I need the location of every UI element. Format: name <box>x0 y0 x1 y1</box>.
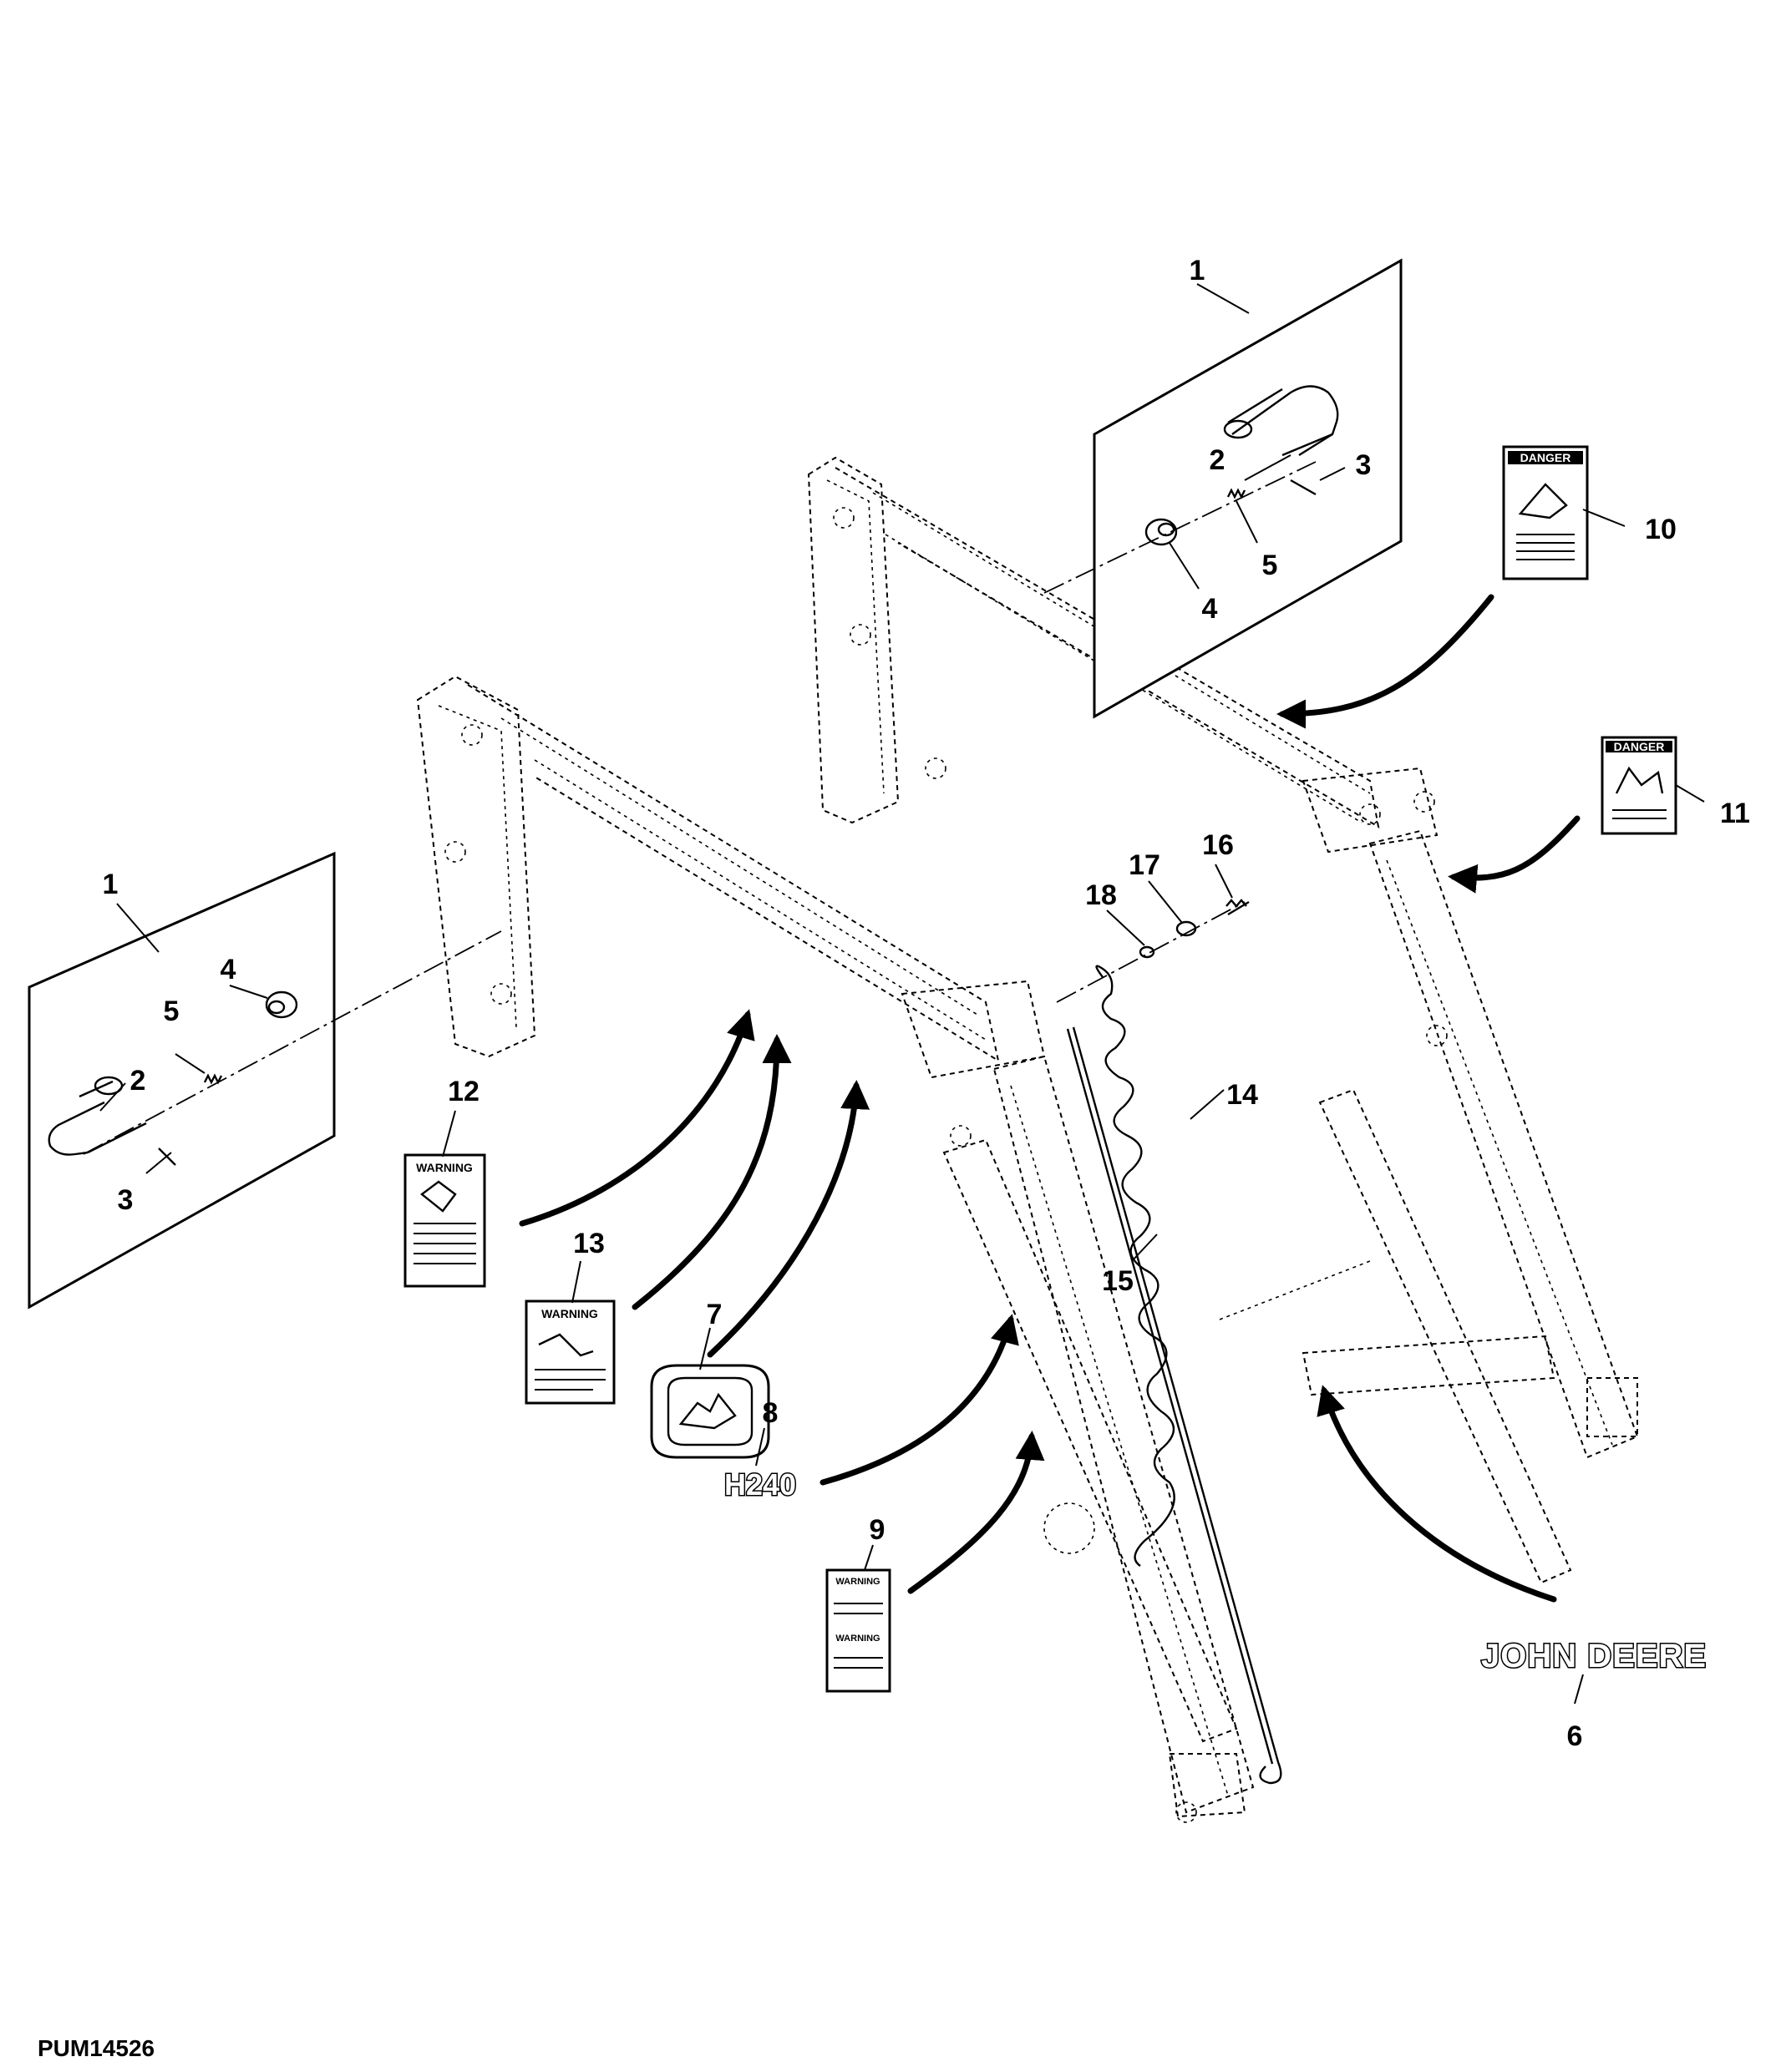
callout-15: 15 <box>1102 1265 1134 1297</box>
decal-13-header: WARNING <box>541 1307 598 1320</box>
callout-3-right: 3 <box>1356 449 1372 481</box>
decal-9-bottom-header: WARNING <box>835 1634 880 1644</box>
callout-12: 12 <box>448 1076 480 1107</box>
callout-8: 8 <box>763 1397 779 1429</box>
leaping-deer-icon <box>678 1392 737 1430</box>
john-deere-decal: JOHN DEERE <box>1479 1637 1707 1705</box>
callout-1-right: 1 <box>1190 255 1205 286</box>
callout-14: 14 <box>1226 1079 1258 1111</box>
decal-12-header: WARNING <box>416 1161 473 1174</box>
decal-9: WARNING WARNING <box>825 1544 891 1693</box>
callout-7: 7 <box>707 1299 723 1330</box>
callout-10: 10 <box>1645 514 1677 545</box>
callout-18: 18 <box>1085 879 1117 911</box>
decal-10-header: DANGER <box>1520 451 1571 464</box>
callout-5-left: 5 <box>164 995 180 1027</box>
john-deere-decal-text: JOHN DEERE <box>1481 1638 1707 1674</box>
model-decal: H240 <box>723 1427 798 1503</box>
callout-13: 13 <box>573 1228 605 1259</box>
pin-assembly-inset-left <box>28 851 502 1310</box>
callout-4-left: 4 <box>221 954 236 985</box>
callout-5-right: 5 <box>1262 550 1278 581</box>
pin-assembly-inset-right <box>1043 258 1403 719</box>
callout-2-right: 2 <box>1210 444 1225 476</box>
figure-id: PUM14526 <box>38 2035 155 2061</box>
callout-2-left: 2 <box>130 1065 146 1097</box>
decal-11: DANGER <box>1601 736 1705 835</box>
callout-3-left: 3 <box>118 1184 134 1216</box>
decal-12: WARNING <box>403 1110 486 1288</box>
deere-emblem-decal <box>650 1327 770 1459</box>
callout-4-right: 4 <box>1202 593 1218 625</box>
spring-and-rod-assembly <box>1056 864 1282 1785</box>
callout-16: 16 <box>1202 829 1234 861</box>
decal-13: WARNING <box>525 1260 616 1405</box>
decal-9-top-header: WARNING <box>835 1577 880 1587</box>
callout-17: 17 <box>1129 849 1160 881</box>
loader-frame-outline <box>416 456 1639 1823</box>
callout-9: 9 <box>870 1514 885 1546</box>
callout-labels: 1 2 3 4 5 1 2 3 4 5 6 7 8 9 10 11 12 13 … <box>103 255 1750 1752</box>
decal-11-header: DANGER <box>1614 740 1665 753</box>
callout-1-left: 1 <box>103 869 119 900</box>
callout-6: 6 <box>1567 1720 1583 1752</box>
placement-arrows <box>519 594 1581 1603</box>
decal-10: DANGER <box>1502 445 1626 580</box>
model-decal-text: H240 <box>724 1467 796 1502</box>
callout-11: 11 <box>1720 798 1750 829</box>
